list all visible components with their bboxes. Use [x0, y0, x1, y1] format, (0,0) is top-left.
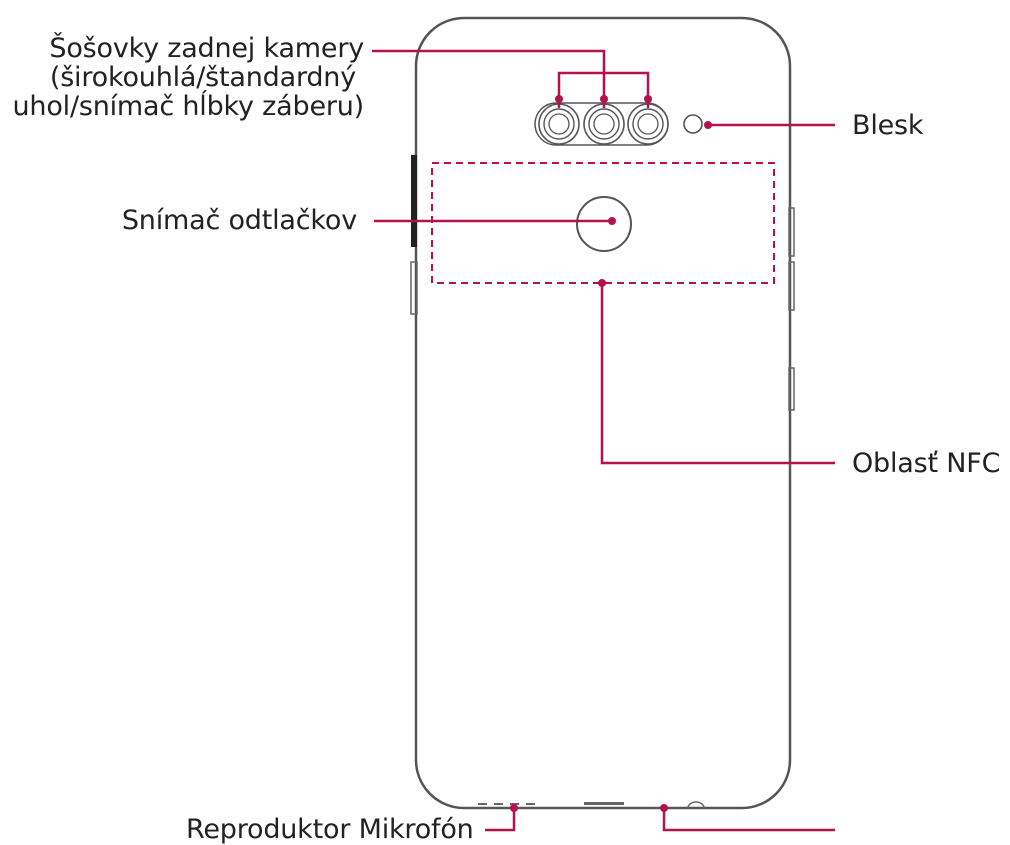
dot-fingerprint: [608, 217, 616, 225]
phone-body: [414, 16, 792, 810]
dot-lens-right: [644, 95, 652, 103]
leader-camera-bracket: [557, 71, 650, 108]
label-speaker-mic: Reproduktor Mikrofón: [186, 814, 474, 845]
dot-lens-left: [555, 95, 563, 103]
label-camera-lenses-line-2: (širokouhlá/štandardný: [49, 62, 356, 93]
leader-camera-main: [372, 49, 606, 108]
side-key-right-3: [788, 367, 795, 411]
nfc-area: [431, 162, 775, 284]
speaker-holes: [478, 803, 535, 805]
leader-microphone: [662, 808, 835, 832]
label-camera-lenses: Šošovky zadnej kamery (širokouhlá/štanda…: [0, 33, 365, 122]
side-key-right-1: [788, 207, 795, 257]
dot-flash: [704, 121, 712, 129]
camera-lens-right: [627, 103, 669, 145]
leader-nfc: [600, 283, 835, 465]
dot-microphone: [660, 804, 668, 812]
label-camera-lenses-line-1: Šošovky zadnej kamery: [49, 33, 364, 64]
label-fingerprint: Snímač odtlačkov: [121, 205, 357, 236]
side-key-left-top: [411, 155, 417, 247]
dot-nfc: [598, 279, 606, 287]
headphone-jack: [687, 801, 705, 809]
label-flash: Blesk: [852, 110, 924, 141]
side-key-right-2: [788, 261, 795, 311]
side-key-left-bottom: [410, 261, 418, 315]
usb-port: [584, 802, 624, 805]
camera-lens-left: [538, 103, 580, 145]
label-camera-lenses-line-3: uhol/snímač hĺbky záberu): [12, 91, 365, 122]
camera-lens-center: [583, 103, 625, 145]
flash-icon: [683, 114, 703, 134]
label-nfc: Oblasť NFC: [852, 448, 1001, 479]
dot-speaker: [510, 804, 518, 812]
leader-speaker: [485, 808, 516, 832]
dot-lens-center: [600, 95, 608, 103]
fingerprint-sensor: [576, 196, 632, 252]
